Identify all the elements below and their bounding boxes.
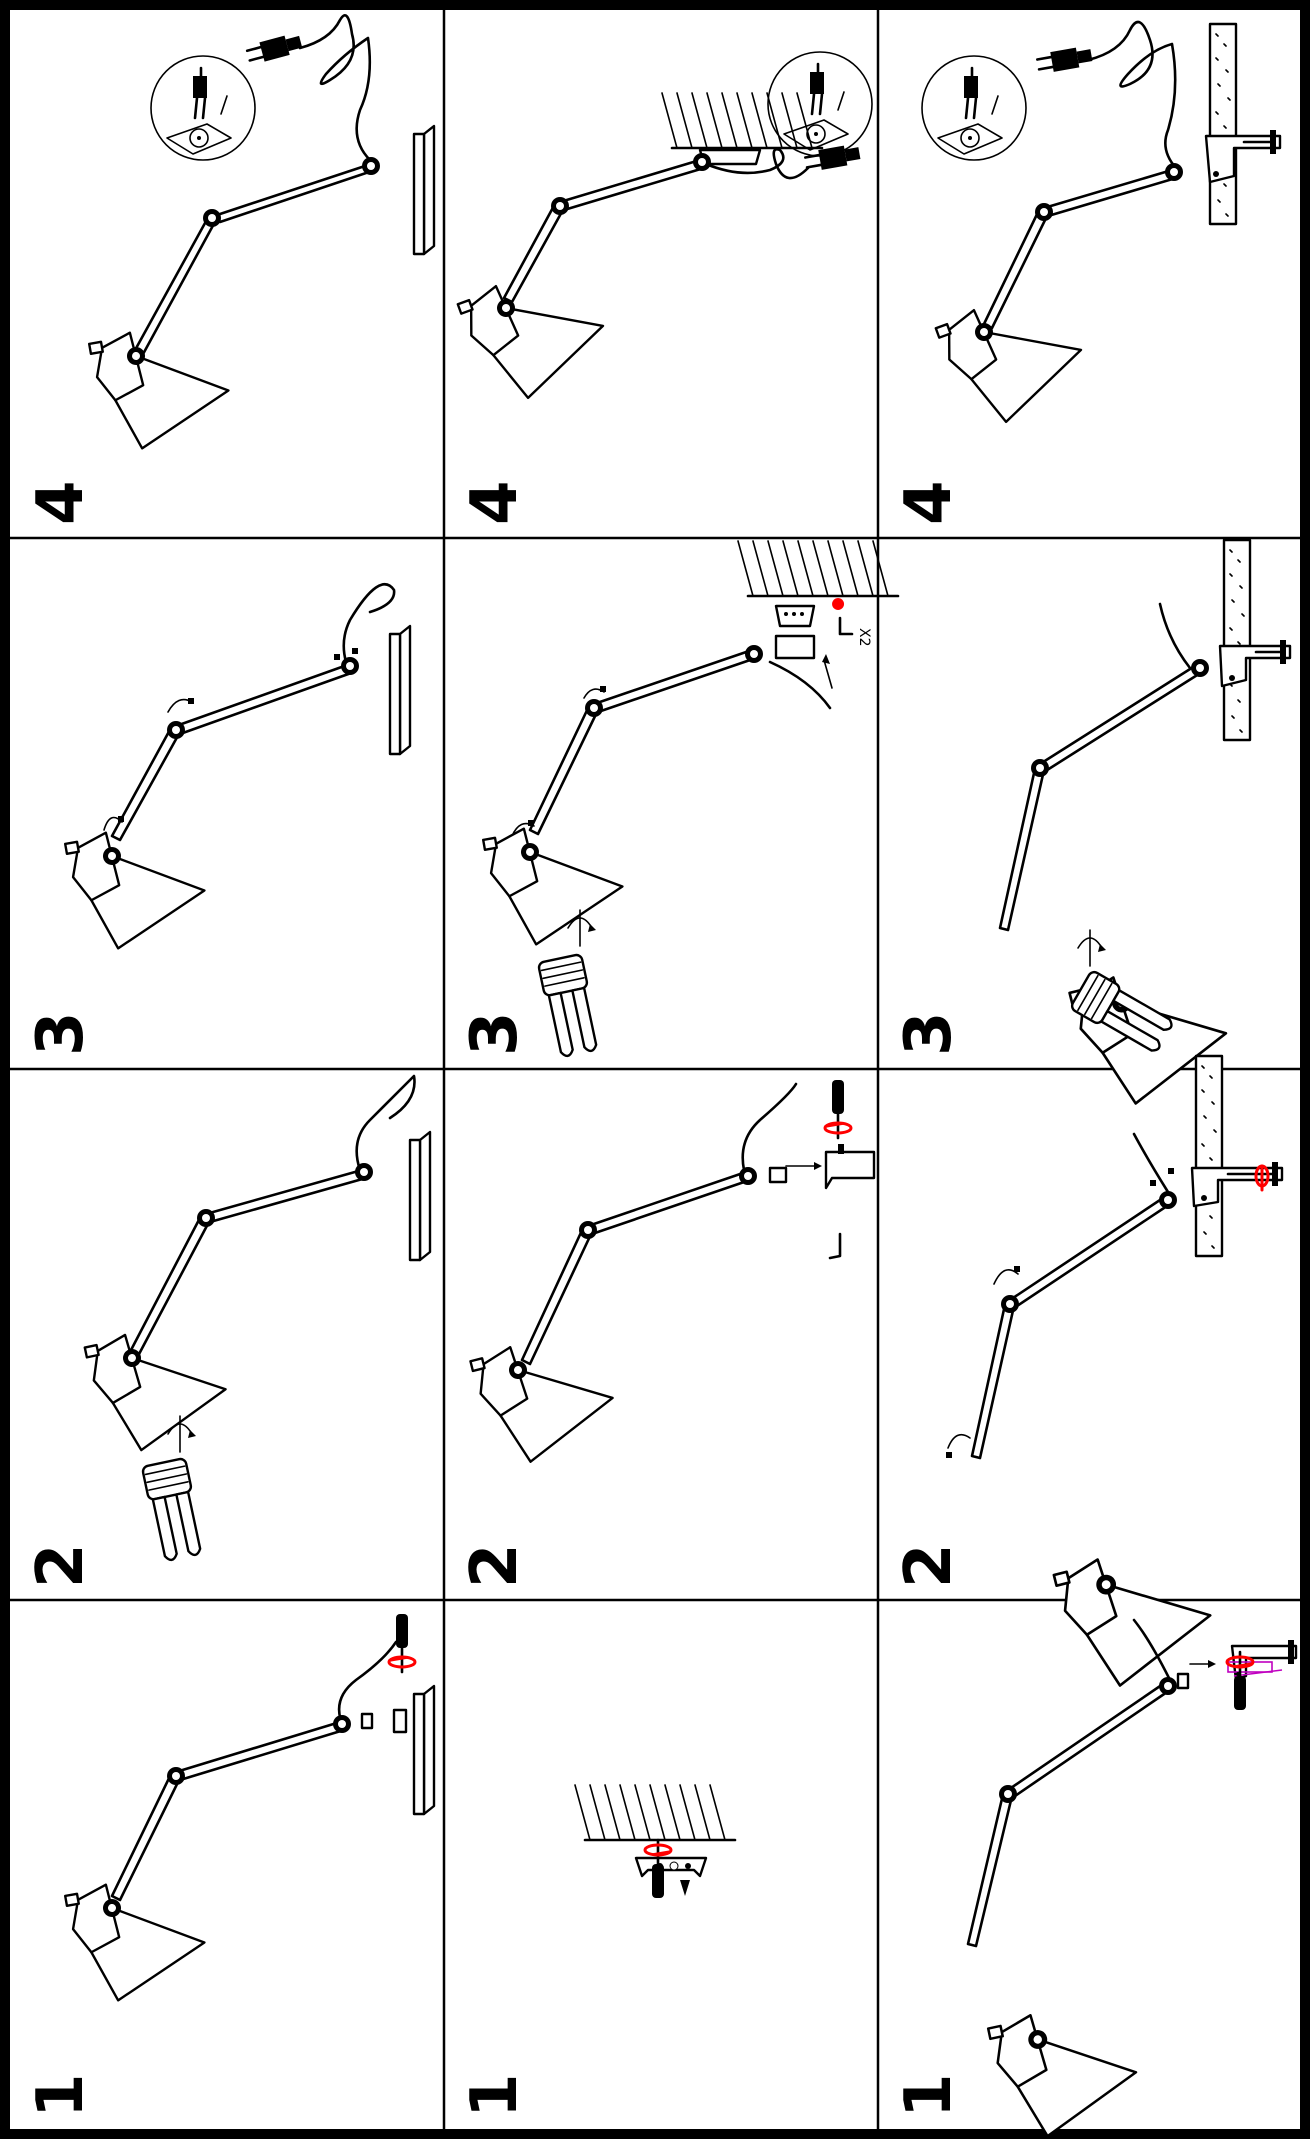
step-number: 1 <box>24 2073 98 2118</box>
screwdriver-icon <box>386 1612 418 1674</box>
ceiling-hatch-icon <box>660 91 824 150</box>
step-number: 1 <box>892 2073 966 2118</box>
wall-socket-icon <box>149 54 257 162</box>
screwdriver-icon <box>1224 1650 1256 1712</box>
lamp-shade-icon <box>986 1995 1147 2139</box>
cfl-bulb-icon <box>536 952 603 1060</box>
lamp-shade-icon <box>87 316 237 456</box>
step-number: 2 <box>892 1543 966 1588</box>
panel-clamp-step-4: 4 <box>892 20 1282 525</box>
lamp-shade-icon <box>468 1324 624 1472</box>
panel-wall-step-2: 2 <box>24 1074 432 1588</box>
lamp-shade-icon <box>481 812 631 952</box>
ceiling-bracket-icon <box>824 1150 876 1190</box>
ceiling-hatch-icon <box>736 539 900 598</box>
panel-clamp-step-2: 2 <box>892 1054 1284 1696</box>
table-clamp-icon <box>1208 22 1238 226</box>
step-number: 2 <box>458 1543 532 1588</box>
panel-ceiling-step-1: 1 <box>458 1783 737 2118</box>
panel-wall-step-3: 3 <box>24 583 412 1056</box>
panel-ceiling-step-2: 2 <box>458 1078 876 1588</box>
table-clamp-icon <box>1194 1054 1224 1258</box>
step-number: 4 <box>892 480 966 525</box>
panel-clamp-step-1: 1 <box>892 1618 1298 2139</box>
panel-clamp-step-3: 3 <box>892 538 1292 1114</box>
wall-plate-icon <box>412 1684 436 1816</box>
lamp-shade-icon <box>82 1315 236 1459</box>
lamp-shade-icon <box>63 1868 213 2008</box>
step-number: 4 <box>458 480 532 525</box>
step-number: 3 <box>458 1011 532 1056</box>
panel-wall-step-1: 1 <box>24 1612 436 2118</box>
power-plug-icon <box>244 30 305 67</box>
panel-ceiling-step-4: 4 <box>455 50 874 525</box>
ceiling-hatch-icon <box>573 1783 737 1842</box>
step-number: 3 <box>892 1011 966 1056</box>
quantity-label: X2 <box>856 628 872 647</box>
step-number: 3 <box>24 1011 98 1056</box>
wall-socket-icon <box>920 54 1028 162</box>
table-clamp-icon <box>1227 1640 1298 1682</box>
cfl-bulb-icon <box>140 1456 207 1564</box>
lamp-shade-icon <box>1051 1535 1223 1696</box>
lamp-shade-icon <box>933 279 1097 435</box>
wall-plate-icon <box>412 124 436 256</box>
ceiling-bracket-icon <box>774 604 816 628</box>
lamp-shade-icon <box>455 255 619 411</box>
step-number: 2 <box>24 1543 98 1588</box>
wall-plate-icon <box>408 1130 432 1262</box>
power-plug-icon <box>1035 43 1095 76</box>
step-number: 4 <box>24 480 98 525</box>
panel-wall-step-4: 4 <box>24 14 436 525</box>
step-number: 1 <box>458 2073 532 2118</box>
screwdriver-icon <box>822 1078 854 1140</box>
table-clamp-icon <box>1222 538 1252 742</box>
panel-ceiling-step-3: X2 3 <box>458 539 900 1060</box>
wall-plate-icon <box>388 624 412 756</box>
wall-socket-icon <box>766 50 874 158</box>
lamp-shade-icon <box>63 816 213 956</box>
rotate-arrow-icon <box>1077 929 1107 967</box>
